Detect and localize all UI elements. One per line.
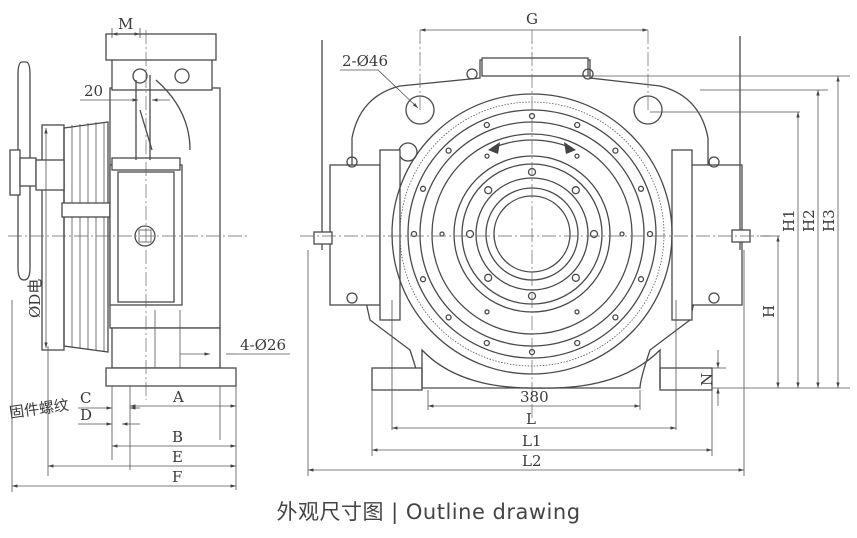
dim-label-b: B [172, 428, 183, 446]
bolt-hole [465, 229, 475, 239]
brake-left [313, 40, 401, 321]
base-side-note: 固件螺纹 [8, 396, 70, 422]
motor-body [105, 33, 237, 387]
bolt-hole [612, 147, 619, 154]
bolt-hole [445, 314, 452, 321]
dim-label-n: N [698, 373, 716, 386]
bolt-hole [484, 273, 493, 282]
bolt-hole [574, 309, 580, 315]
bolt-hole [571, 273, 580, 282]
bolt-hole [637, 276, 645, 283]
dim-label-2-holes: 2-Ø46 [342, 52, 388, 70]
bolt-hole [439, 231, 445, 237]
dim-label-4-holes: 4-Ø26 [240, 336, 286, 354]
bolt-hole [637, 185, 645, 192]
dim-label-h2: H2 [800, 209, 818, 232]
dim-label-h: H [760, 305, 778, 318]
bolt-hole [571, 186, 580, 195]
housing [351, 57, 713, 391]
bolt-hole [483, 121, 490, 129]
dim-label-h3: H3 [820, 209, 838, 232]
dim-label-20: 20 [84, 82, 103, 100]
side-view: M 20 ØD电 4-Ø26 固件螺纹 A C D [8, 15, 290, 492]
bolt-hole [419, 185, 427, 192]
bolt-hole [484, 309, 490, 315]
front-dimensions: G 2-Ø46 380 L L1 L2 H H1 H2 [307, 10, 850, 476]
bolt-hole [484, 153, 490, 159]
drawing-caption: 外观尺寸图 | Outline drawing [276, 500, 581, 524]
dim-label-l2: L2 [522, 452, 542, 470]
dim-label-m: M [118, 15, 133, 33]
dim-label-e: E [172, 448, 183, 466]
bolt-hole [574, 153, 580, 159]
traction-sheave [35, 121, 111, 353]
brake-right [671, 36, 751, 321]
front-view: G 2-Ø46 380 L L1 L2 H H1 H2 [300, 10, 850, 476]
dim-label-f: F [172, 468, 182, 486]
dim-label-g: G [526, 10, 538, 28]
bolt-hole [574, 339, 581, 347]
handwheel [9, 61, 37, 281]
bolt-hole [445, 147, 452, 154]
bolt-hole [574, 121, 581, 129]
bolt-hole [589, 229, 599, 239]
dim-label-od: ØD电 [26, 279, 44, 318]
dim-label-d: D [80, 406, 92, 424]
bolt-hole [419, 276, 427, 283]
dim-label-l: L [526, 410, 536, 428]
dim-label-l1: L1 [522, 432, 542, 450]
bolt-hole [483, 339, 490, 347]
bolt-hole [619, 231, 625, 237]
side-dimensions: M 20 ØD电 4-Ø26 固件螺纹 A C D [8, 15, 290, 492]
bolt-hole [484, 186, 493, 195]
dim-label-a: A [172, 388, 184, 406]
dim-label-c: C [80, 389, 91, 407]
dim-label-380: 380 [520, 388, 549, 406]
bolt-hole [612, 314, 619, 321]
dim-label-h1: H1 [780, 209, 798, 232]
bolt-hole [410, 230, 418, 238]
bolt-hole [646, 230, 654, 238]
